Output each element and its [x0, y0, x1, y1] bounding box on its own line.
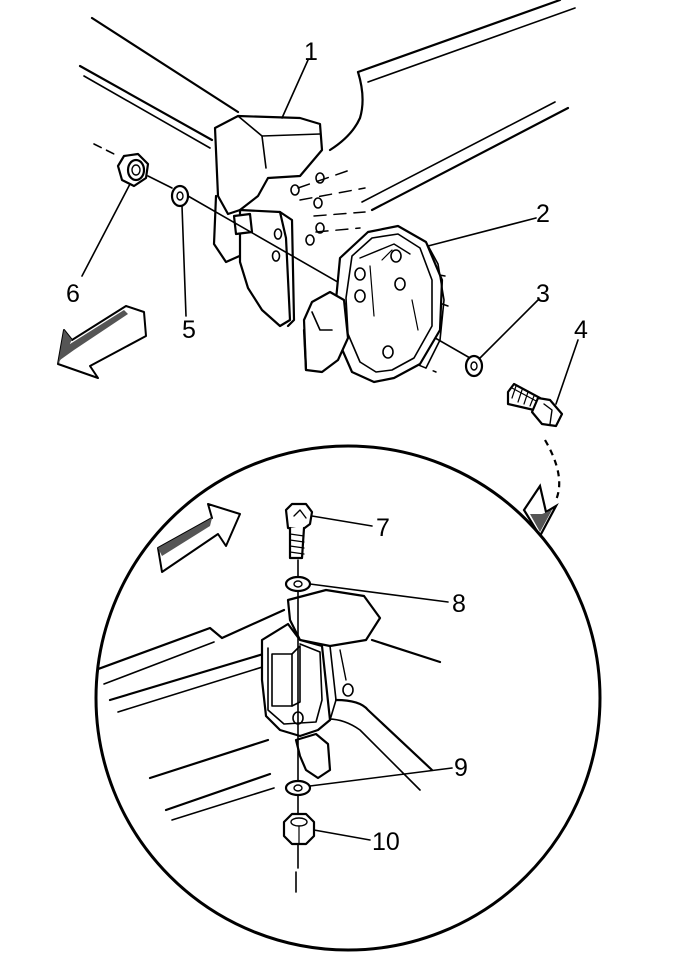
callout-8: 8	[452, 590, 466, 618]
leader-3	[479, 299, 539, 359]
detail-mount-bracket	[260, 588, 382, 780]
nut-10	[282, 812, 316, 846]
callout-3: 3	[536, 280, 550, 308]
callout-9: 9	[454, 754, 468, 782]
frame-bracket	[212, 114, 324, 328]
frame-rail	[78, 0, 576, 212]
leader-1	[281, 59, 309, 119]
detail-leader-lines	[309, 515, 453, 841]
leader-10	[313, 829, 371, 841]
washer-3	[464, 354, 484, 378]
leader-lines	[81, 59, 579, 405]
callout-6: 6	[66, 280, 80, 308]
detail-circle	[94, 444, 602, 952]
upper-exploded-view	[57, 0, 579, 428]
callout-labels: 1 2 3 4 5 6 7 8 9 10	[66, 38, 588, 856]
bolt-7	[284, 502, 314, 560]
leader-9	[309, 767, 453, 787]
detail-frame-rail	[96, 608, 442, 821]
bolt-4	[506, 382, 564, 428]
callout-4: 4	[574, 316, 588, 344]
leader-4	[555, 339, 579, 405]
callout-2: 2	[536, 200, 550, 228]
direction-arrow-detail	[157, 503, 241, 573]
detail-view	[94, 444, 602, 952]
callout-10: 10	[372, 828, 400, 856]
washer-5	[170, 184, 190, 208]
frame-holes	[290, 172, 325, 246]
callout-5: 5	[182, 316, 196, 344]
mount-pad	[302, 224, 445, 384]
leader-6	[81, 183, 131, 277]
leader-2	[427, 217, 537, 247]
callout-1: 1	[304, 38, 318, 66]
leader-8	[309, 583, 449, 603]
leader-5	[181, 205, 187, 317]
washer-8	[284, 575, 312, 593]
leader-7	[311, 515, 373, 527]
washer-9	[284, 779, 312, 797]
callout-7: 7	[376, 514, 390, 542]
nut-6	[116, 152, 150, 188]
direction-arrow-upper	[57, 305, 147, 379]
